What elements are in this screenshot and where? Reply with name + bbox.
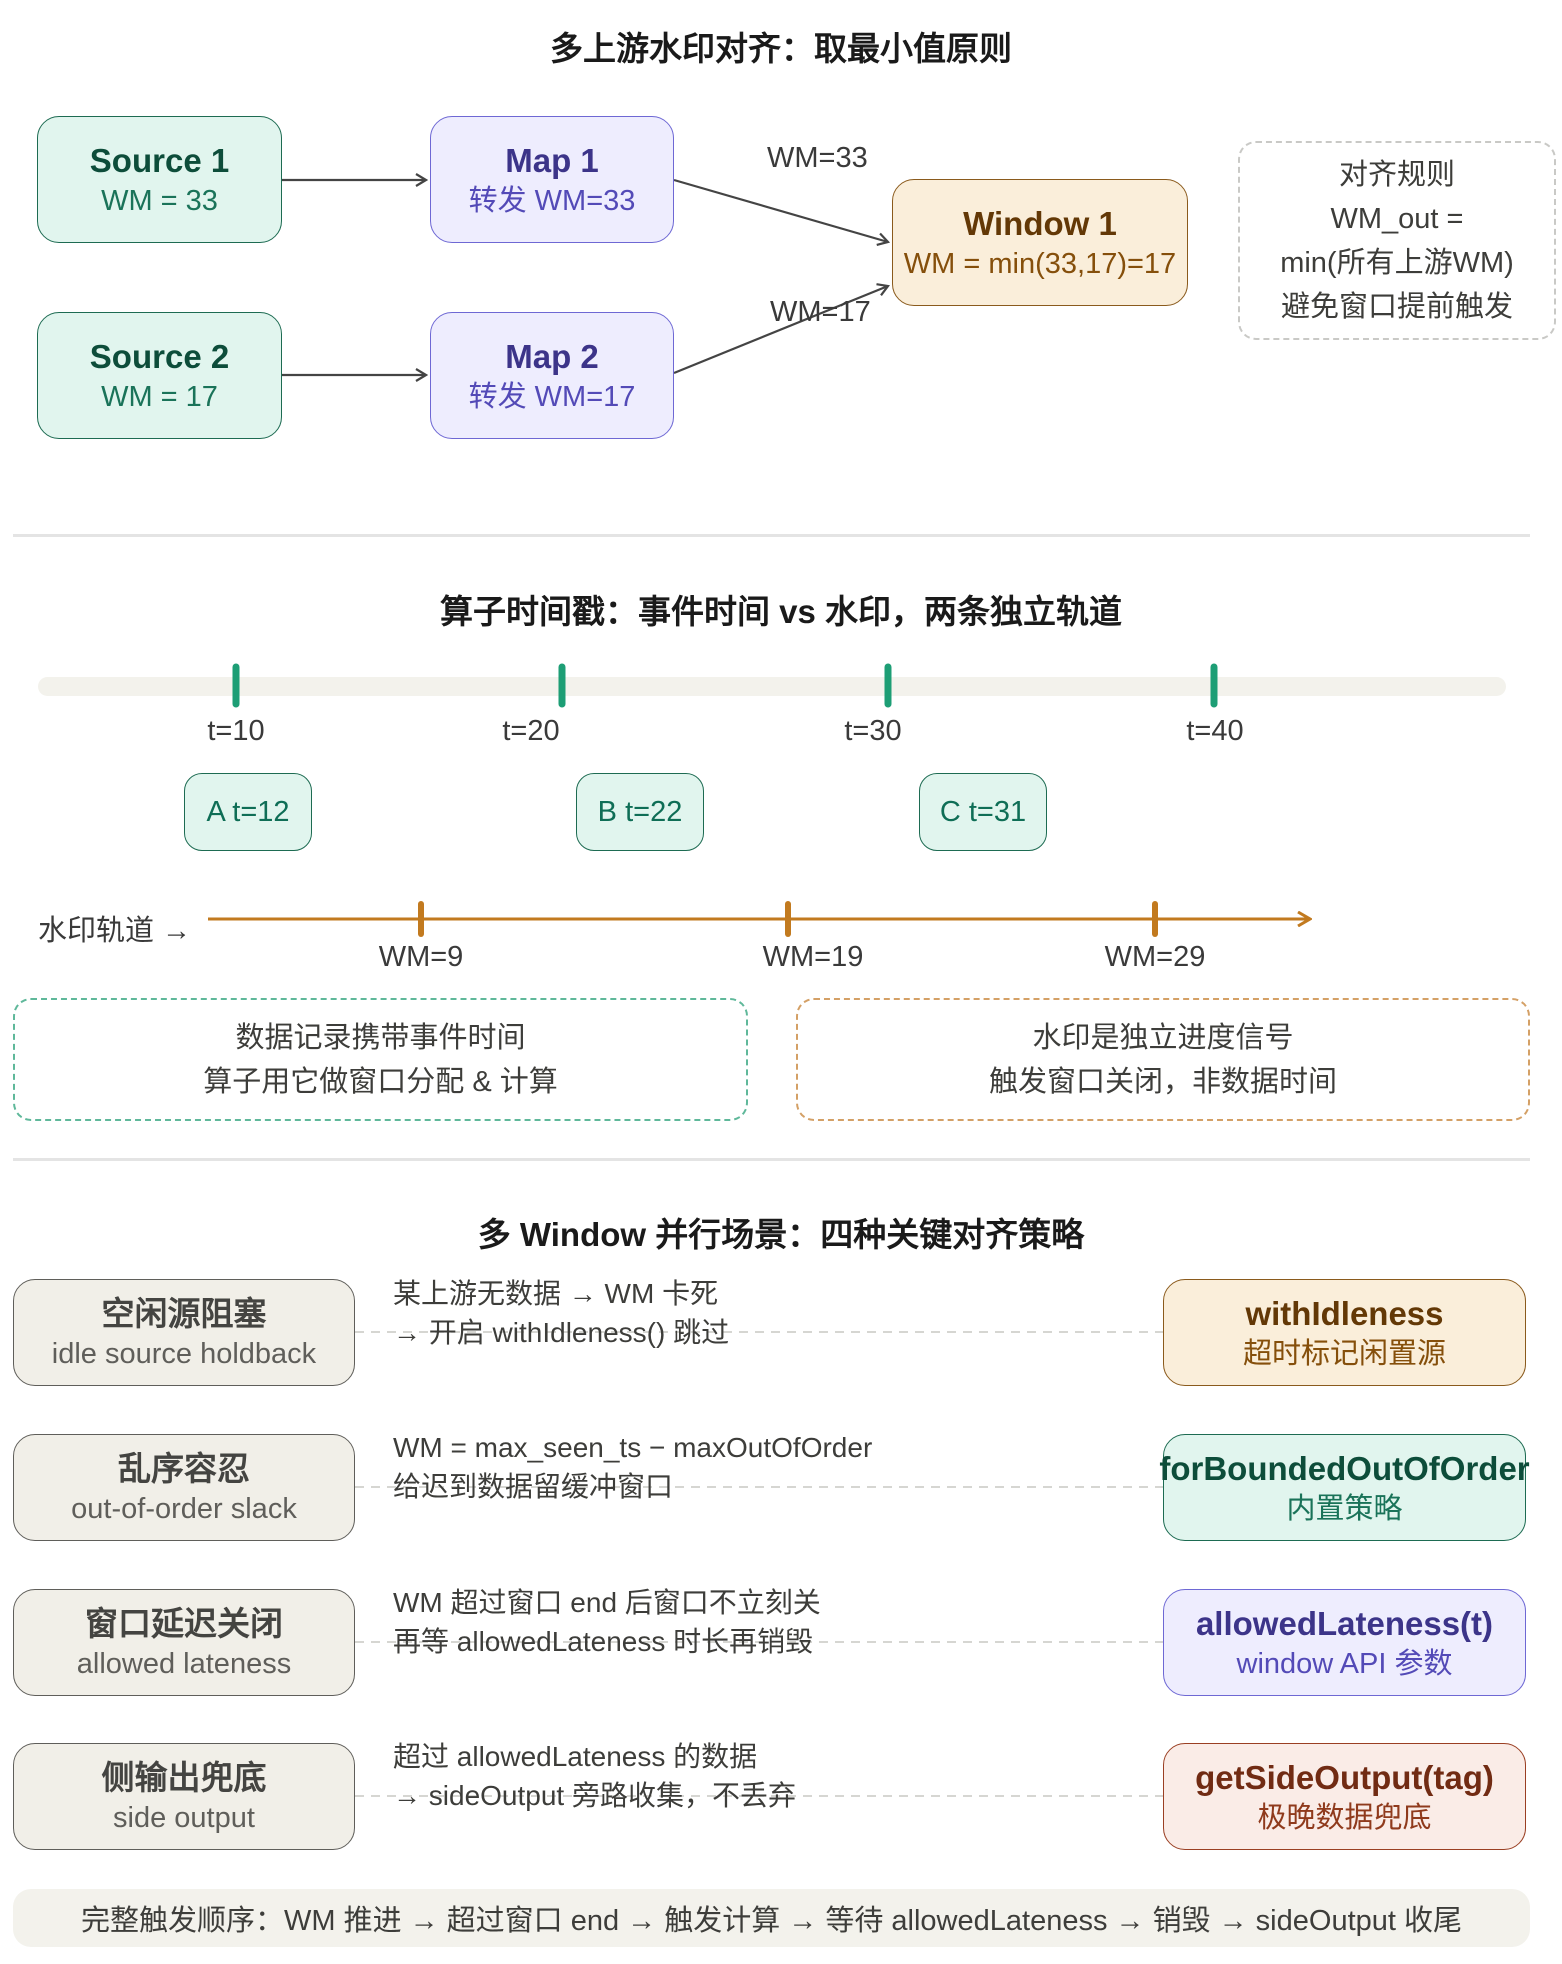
map2-name: Map 2 xyxy=(505,337,599,375)
alignment-rule-box: 对齐规则 WM_out = min(所有上游WM) 避免窗口提前触发 xyxy=(1238,141,1556,340)
desc-line-1: WM 超过窗口 end 后窗口不立刻关 xyxy=(393,1587,821,1618)
problem-subtitle: side output xyxy=(113,1801,255,1834)
solution-subtitle: 极晚数据兜底 xyxy=(1257,1801,1432,1834)
solution-title: forBoundedOutOfOrder xyxy=(1159,1449,1530,1487)
problem-title: 窗口延迟关闭 xyxy=(85,1604,283,1642)
solution-subtitle: 内置策略 xyxy=(1286,1492,1403,1525)
rule-line-3: min(所有上游WM) xyxy=(1280,246,1514,279)
map2-wm: 转发 WM=17 xyxy=(468,380,636,413)
source1-name: Source 1 xyxy=(89,141,230,179)
problem-subtitle: allowed lateness xyxy=(76,1647,292,1680)
rule-line-2: WM_out = xyxy=(1330,202,1464,235)
event-time-note: 数据记录携带事件时间 算子用它做窗口分配 & 计算 xyxy=(13,998,748,1121)
problem-subtitle: idle source holdback xyxy=(51,1337,317,1370)
event-record-a[interactable]: A t=12 xyxy=(184,773,312,851)
event-record-b[interactable]: B t=22 xyxy=(576,773,704,851)
map2-node[interactable]: Map 2 转发 WM=17 xyxy=(430,312,674,439)
desc-line-2: 再等 allowedLateness 时长再销毁 xyxy=(393,1626,814,1657)
event-time-track xyxy=(38,677,1506,696)
problem-subtitle: out-of-order slack xyxy=(71,1492,297,1525)
problem-title: 空闲源阻塞 xyxy=(101,1294,267,1332)
event-time-note-line-2: 算子用它做窗口分配 & 计算 xyxy=(203,1065,558,1098)
map1-node[interactable]: Map 1 转发 WM=33 xyxy=(430,116,674,243)
section1-title: 多上游水印对齐：取最小值原则 xyxy=(550,30,1012,67)
section2-title: 算子时间戳：事件时间 vs 水印，两条独立轨道 xyxy=(439,593,1123,630)
edge-label-wm17: WM=17 xyxy=(770,296,871,328)
watermark-note: 水印是独立进度信号 触发窗口关闭，非数据时间 xyxy=(796,998,1530,1121)
problem-allowed-lateness[interactable]: 窗口延迟关闭 allowed lateness xyxy=(13,1589,355,1696)
solution-title: allowedLateness(t) xyxy=(1195,1604,1494,1642)
source1-wm: WM = 33 xyxy=(101,184,218,217)
strategy-description: 某上游无数据 → WM 卡死 → 开启 withIdleness() 跳过 xyxy=(393,1274,729,1352)
section-divider-2 xyxy=(13,1158,1530,1161)
solution-bounded-out-of-order[interactable]: forBoundedOutOfOrder 内置策略 xyxy=(1159,1434,1530,1541)
edge-map2-window xyxy=(673,286,888,375)
window1-node[interactable]: Window 1 WM = min(33,17)=17 xyxy=(892,179,1188,306)
watermark-label: WM=19 xyxy=(762,941,864,973)
time-tick-label: t=30 xyxy=(844,715,902,747)
solution-subtitle: window API 参数 xyxy=(1236,1647,1453,1680)
solution-subtitle: 超时标记闲置源 xyxy=(1242,1337,1446,1370)
watermark-note-line-1: 水印是独立进度信号 xyxy=(1032,1021,1294,1054)
watermark-note-line-2: 触发窗口关闭，非数据时间 xyxy=(988,1065,1337,1098)
solution-get-side-output[interactable]: getSideOutput(tag) 极晚数据兜底 xyxy=(1163,1743,1526,1850)
strategy-description: WM = max_seen_ts − maxOutOfOrder 给迟到数据留缓… xyxy=(393,1428,872,1506)
desc-line-2: → sideOutput 旁路收集，不丢弃 xyxy=(393,1780,796,1811)
source2-wm: WM = 17 xyxy=(101,380,218,413)
source1-node[interactable]: Source 1 WM = 33 xyxy=(37,116,282,243)
map1-wm: 转发 WM=33 xyxy=(468,184,636,217)
solution-allowed-lateness[interactable]: allowedLateness(t) window API 参数 xyxy=(1163,1589,1526,1696)
problem-out-of-order[interactable]: 乱序容忍 out-of-order slack xyxy=(13,1434,355,1541)
desc-line-1: 超过 allowedLateness 的数据 xyxy=(393,1741,758,1772)
event-record-c[interactable]: C t=31 xyxy=(919,773,1047,851)
watermark-label: WM=29 xyxy=(1104,941,1206,973)
source2-node[interactable]: Source 2 WM = 17 xyxy=(37,312,282,439)
window1-name: Window 1 xyxy=(963,204,1117,242)
trigger-order-footer: 完整触发顺序：WM 推进 → 超过窗口 end → 触发计算 → 等待 allo… xyxy=(13,1889,1530,1947)
map1-name: Map 1 xyxy=(505,141,599,179)
rule-line-4: 避免窗口提前触发 xyxy=(1280,290,1513,323)
solution-title: getSideOutput(tag) xyxy=(1195,1758,1494,1796)
source2-name: Source 2 xyxy=(89,337,230,375)
problem-title: 侧输出兜底 xyxy=(101,1758,267,1796)
watermark-label: WM=9 xyxy=(378,941,464,973)
strategy-description: 超过 allowedLateness 的数据 → sideOutput 旁路收集… xyxy=(393,1737,796,1815)
problem-title: 乱序容忍 xyxy=(118,1449,250,1487)
section3-title: 多 Window 并行场景：四种关键对齐策略 xyxy=(477,1216,1085,1253)
desc-line-2: 给迟到数据留缓冲窗口 xyxy=(393,1471,674,1502)
time-tick-label: t=10 xyxy=(207,715,265,747)
watermark-track-label: 水印轨道 → xyxy=(38,915,192,947)
window1-wm: WM = min(33,17)=17 xyxy=(903,247,1177,280)
event-time-note-line-1: 数据记录携带事件时间 xyxy=(235,1021,526,1054)
edge-map1-window xyxy=(673,178,888,242)
desc-line-1: 某上游无数据 → WM 卡死 xyxy=(393,1278,719,1309)
time-tick-label: t=40 xyxy=(1186,715,1244,747)
rule-line-1: 对齐规则 xyxy=(1338,158,1455,191)
solution-with-idleness[interactable]: withIdleness 超时标记闲置源 xyxy=(1163,1279,1526,1386)
desc-line-1: WM = max_seen_ts − maxOutOfOrder xyxy=(393,1432,873,1463)
trigger-order-text: 完整触发顺序：WM 推进 → 超过窗口 end → 触发计算 → 等待 allo… xyxy=(80,1905,1462,1937)
edge-label-wm33: WM=33 xyxy=(767,142,868,174)
problem-idle-source[interactable]: 空闲源阻塞 idle source holdback xyxy=(13,1279,355,1386)
time-tick-label: t=20 xyxy=(502,715,560,747)
strategy-description: WM 超过窗口 end 后窗口不立刻关 再等 allowedLateness 时… xyxy=(393,1583,821,1661)
desc-line-2: → 开启 withIdleness() 跳过 xyxy=(393,1317,730,1348)
section-divider-1 xyxy=(13,534,1530,537)
problem-side-output[interactable]: 侧输出兜底 side output xyxy=(13,1743,355,1850)
solution-title: withIdleness xyxy=(1245,1294,1444,1332)
